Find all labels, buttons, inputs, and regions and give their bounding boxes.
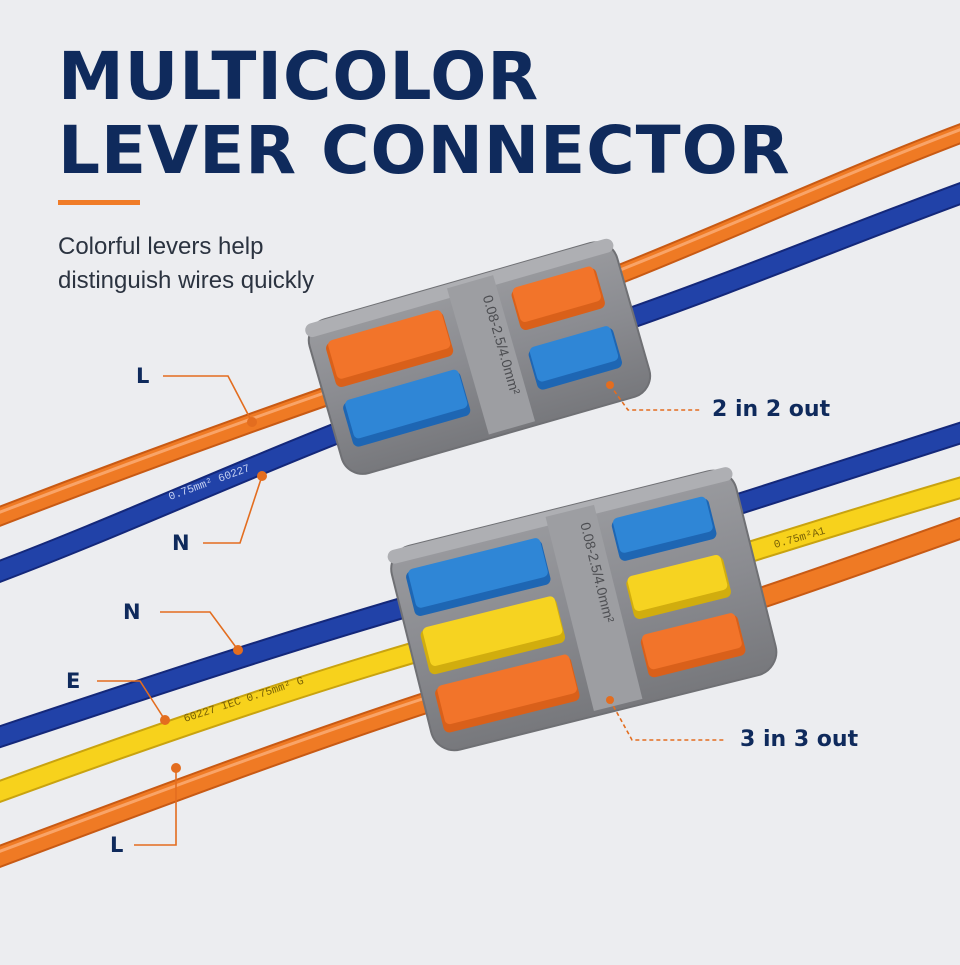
- leader-two-way: [609, 384, 700, 411]
- leader-top-l: [163, 375, 253, 423]
- lever-yellow-left-3way[interactable]: [419, 595, 566, 675]
- callout-three-way: 3 in 3 out: [740, 727, 859, 752]
- subtitle-line-1: Colorful levers help: [58, 233, 264, 260]
- lever-blue-left-3way[interactable]: [404, 537, 551, 617]
- callout-bottom-e: E: [66, 669, 81, 693]
- lever-blue-right-3way[interactable]: [610, 495, 718, 562]
- title-line-2: LEVER CONNECTOR: [58, 112, 791, 189]
- callout-top-n: N: [172, 531, 190, 555]
- lever-orange-left-3way[interactable]: [433, 653, 580, 733]
- leader-bottom-e: [97, 680, 166, 721]
- bottom-wires: 60227 IEC 0.75mm² G 0.75m²A1: [0, 421, 960, 868]
- leader-three-way: [609, 699, 726, 741]
- connector-3-way: 0.08-2.5/4.0mm²: [387, 467, 778, 752]
- subtitle-line-2: distinguish wires quickly: [58, 267, 315, 294]
- lever-orange-right-3way[interactable]: [639, 612, 747, 679]
- subtitle: Colorful levers help distinguish wires q…: [58, 230, 314, 298]
- title-line-1: MULTICOLOR: [58, 38, 540, 115]
- leader-top-n: [203, 475, 263, 544]
- lever-blue-right[interactable]: [527, 324, 624, 391]
- callout-bottom-n: N: [123, 600, 141, 624]
- lever-blue-left[interactable]: [341, 368, 472, 448]
- accent-rule: [58, 200, 140, 205]
- lever-orange-left[interactable]: [324, 309, 455, 389]
- lever-orange-right[interactable]: [510, 265, 607, 332]
- page-title: MULTICOLOR LEVER CONNECTOR: [58, 44, 791, 184]
- connector-2-way: 0.08-2.5/4.0mm²: [305, 238, 652, 475]
- lever-yellow-right-3way[interactable]: [625, 553, 733, 620]
- callout-two-way: 2 in 2 out: [712, 397, 831, 422]
- callout-top-l: L: [136, 364, 150, 388]
- leader-bottom-n: [160, 611, 239, 651]
- callout-leaders: [97, 375, 726, 846]
- leader-bottom-l: [134, 768, 177, 846]
- callout-bottom-l: L: [110, 833, 124, 857]
